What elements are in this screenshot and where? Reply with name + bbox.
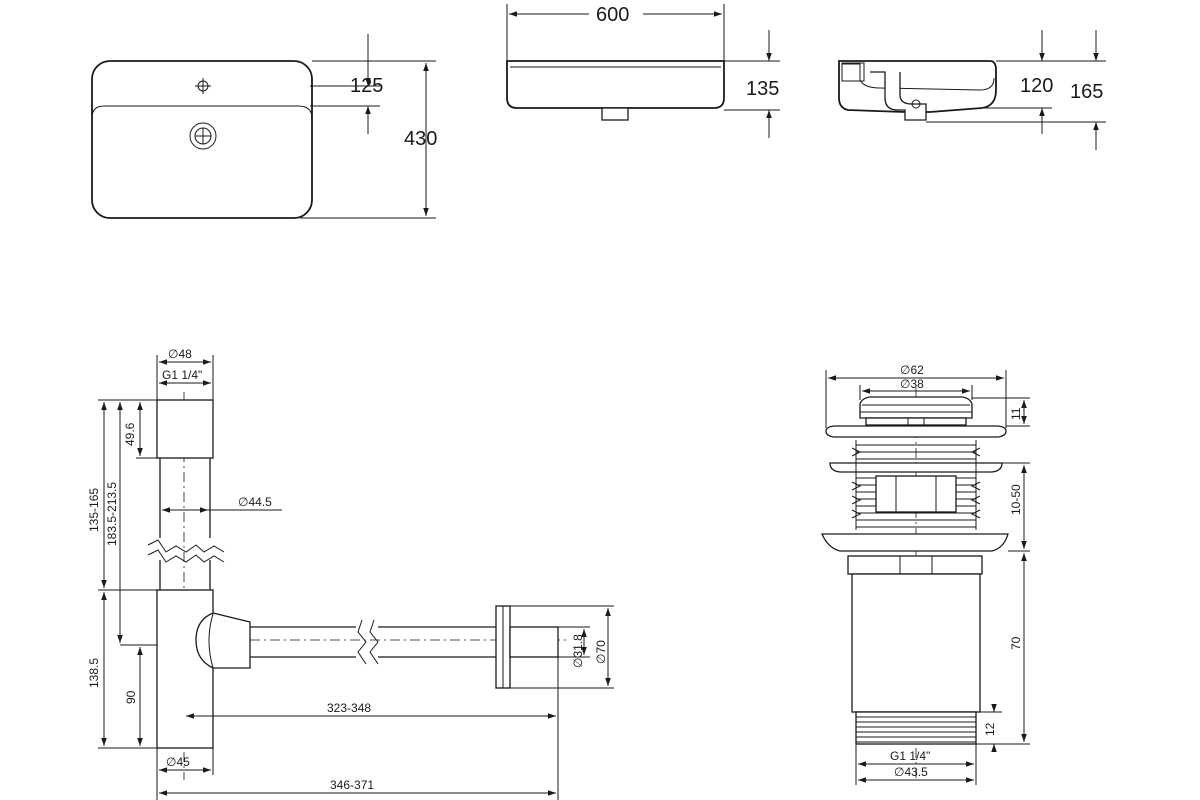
dim-siphon-height-axis: 90: [124, 690, 138, 704]
drain-hole-mark: [189, 122, 217, 150]
dim-drain-bottom-dia: ∅43.5: [894, 765, 928, 779]
dim-basin-height: 135: [746, 78, 779, 100]
dim-drain-thread-range: 10-50: [1009, 484, 1023, 515]
basin-top-view: 125 430: [91, 34, 437, 219]
dim-siphon-flange-dia: ∅70: [594, 640, 608, 664]
drain-cap: [859, 396, 973, 419]
siphon-cap: [156, 399, 214, 459]
basin-side-view: 120 165: [838, 30, 1106, 150]
dim-siphon-range-inlet: 183.5-213.5: [105, 482, 119, 546]
dim-drain-flange-dia: ∅62: [900, 363, 924, 377]
dim-siphon-range-total: 135-165: [87, 488, 101, 532]
drain-thread: [851, 440, 981, 530]
dim-drain-body-length: 70: [1009, 636, 1023, 650]
dim-basin-depth: 430: [404, 128, 437, 150]
dim-siphon-top-dia: ∅48: [168, 347, 192, 361]
dim-siphon-bottom-dia: ∅45: [166, 755, 190, 769]
dim-siphon-length-outlet: 323-348: [327, 701, 371, 715]
siphon-body: [156, 589, 214, 749]
dim-tap-offset: 125: [350, 75, 383, 97]
dim-siphon-thread: G1 1/4": [162, 368, 202, 382]
dim-siphon-length-total: 346-371: [330, 778, 374, 792]
dim-drain-cap-dia: ∅38: [900, 377, 924, 391]
drain-valve-drawing: ∅62 ∅38 11 10-50 70 12 G1 1/4" ∅43.5: [821, 363, 1030, 785]
dim-drain-cap-height: 11: [1009, 407, 1023, 420]
tap-hole-mark: [195, 78, 211, 94]
dim-siphon-height-outlet: 138.5: [87, 658, 101, 688]
siphon-drawing: ∅48 G1 1/4" 49.6 ∅44.5 135-165 183.5-213…: [87, 347, 614, 800]
drain-body: [851, 573, 981, 713]
basin-front-view: 600 135: [506, 4, 780, 138]
dim-side-inner-height: 120: [1020, 75, 1053, 97]
dim-siphon-tube-dia: ∅44.5: [238, 495, 272, 509]
dim-side-overall-height: 165: [1070, 81, 1103, 103]
dim-drain-bottom-thread-length: 12: [983, 722, 997, 736]
dim-siphon-cap-height: 49.6: [123, 422, 137, 446]
dim-drain-bottom-thread: G1 1/4": [890, 749, 930, 763]
dim-basin-width: 600: [596, 4, 629, 26]
dim-siphon-outlet-dia: ∅31.8: [571, 634, 585, 668]
